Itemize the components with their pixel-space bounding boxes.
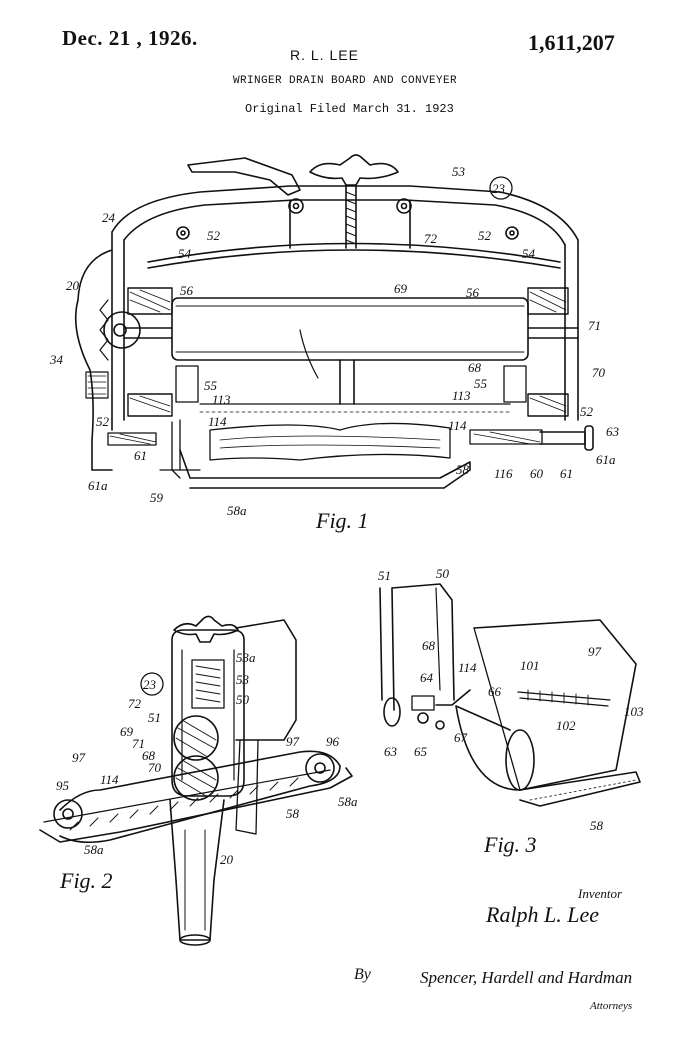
inventor-signature: Ralph L. Lee (486, 902, 599, 928)
fig2-ref: 58a (84, 842, 104, 857)
fig3-label: Fig. 3 (484, 832, 537, 858)
fig3-ref: 51 (378, 568, 391, 583)
fig3-ref: 65 (414, 744, 428, 759)
fig3-ref: 102 (556, 718, 576, 733)
fig1-ref: 68 (468, 360, 482, 375)
by-label: By (354, 966, 371, 984)
fig1-ref: 52 (96, 414, 110, 429)
fig1-ref: 52 (580, 404, 594, 419)
fig2-ref: 96 (326, 734, 340, 749)
fig1-ref: 55 (204, 378, 218, 393)
fig3-ref: 50 (436, 566, 450, 581)
fig3-ref: 64 (420, 670, 434, 685)
fig3-panel-97 (474, 620, 636, 790)
fig1-ref: 61 (134, 448, 147, 463)
fig1-ref: 71 (588, 318, 601, 333)
fig3-ref: 66 (488, 684, 502, 699)
fig2-ref: 20 (220, 852, 234, 867)
fig1-ref: 61a (88, 478, 108, 493)
fig1-ref: 113 (212, 392, 231, 407)
fig2-ref: 95 (56, 778, 70, 793)
fig1-ref: 53 (452, 164, 466, 179)
fig1-ref: 23 (492, 181, 506, 196)
fig1-roller-69 (172, 298, 528, 360)
fig1-ref: 116 (494, 466, 513, 481)
fig1-ref: 58a (227, 503, 247, 518)
fig3-ref: 103 (624, 704, 644, 719)
fig2-label: Fig. 2 (60, 868, 113, 894)
fig2-ref: 97 (286, 734, 300, 749)
attorney-signature: Spencer, Hardell and Hardman (420, 968, 632, 988)
inventor-caption: Inventor (578, 886, 622, 902)
fig1-ref: 54 (178, 246, 192, 261)
fig1-ref: 34 (49, 352, 64, 367)
fig1-ref: 54 (522, 246, 536, 261)
fig2-ref: 53a (236, 650, 256, 665)
figure-1 (76, 155, 593, 488)
attorney-caption: Attorneys (590, 1000, 632, 1012)
fig2-ref: 114 (100, 772, 119, 787)
fig3-ref: 63 (384, 744, 398, 759)
fig1-ref: 72 (424, 231, 438, 246)
fig3-ref: 114 (458, 660, 477, 675)
fig1-ref: 24 (102, 210, 116, 225)
fig1-ref: 114 (208, 414, 227, 429)
fig1-ref: 52 (207, 228, 221, 243)
fig3-ref: 97 (588, 644, 602, 659)
fig1-ref: 61a (596, 452, 616, 467)
fig3-ref: 67 (454, 730, 468, 745)
fig1-ref: 56 (180, 283, 194, 298)
fig1-ref: 55 (474, 376, 488, 391)
fig1-ref: 113 (452, 388, 471, 403)
fig2-ref: 53 (236, 672, 250, 687)
fig3-frame-51 (380, 588, 394, 710)
fig1-ref: 59 (150, 490, 164, 505)
fig2-drain-board-58 (40, 768, 352, 842)
fig3-ref: 58 (590, 818, 604, 833)
fig1-ref: 20 (66, 278, 80, 293)
fig1-ref: 60 (530, 466, 544, 481)
fig3-ref: 101 (520, 658, 540, 673)
fig2-ref: 58 (286, 806, 300, 821)
fig2-ref: 97 (72, 750, 86, 765)
figure-2 (40, 616, 352, 945)
fig1-ref: 70 (592, 365, 606, 380)
fig1-label: Fig. 1 (316, 508, 369, 534)
fig1-tee-screw (310, 155, 398, 185)
fig2-ref: 58a (338, 794, 358, 809)
fig2-ref: 72 (128, 696, 142, 711)
fig1-housing-20 (76, 250, 112, 470)
figure-3 (380, 584, 640, 806)
fig2-ref: 51 (148, 710, 161, 725)
fig1-ref: 58 (456, 462, 470, 477)
fig1-ref: 52 (478, 228, 492, 243)
fig1-ref: 61 (560, 466, 573, 481)
fig2-ref: 50 (236, 692, 250, 707)
fig1-ref: 56 (466, 285, 480, 300)
fig3-ref: 68 (422, 638, 436, 653)
fig1-ref: 114 (448, 418, 467, 433)
fig1-ref: 69 (394, 281, 408, 296)
fig2-ref: 70 (148, 760, 162, 775)
fig2-ref: 23 (143, 677, 157, 692)
fig1-ref: 63 (606, 424, 620, 439)
